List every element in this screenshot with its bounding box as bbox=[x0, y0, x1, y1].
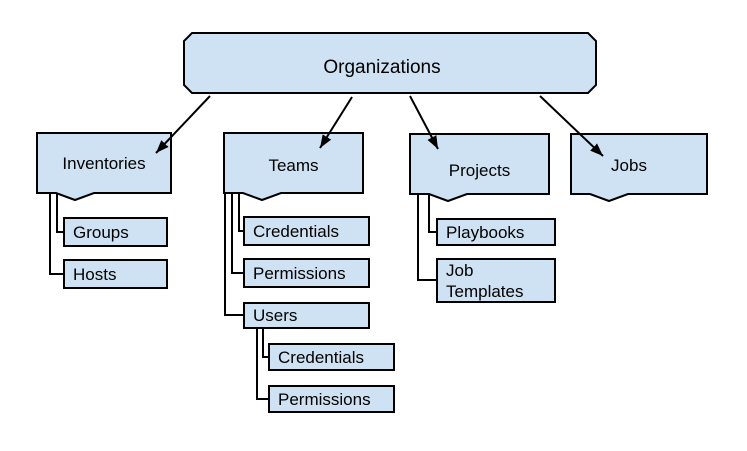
node-label-projects: Projects bbox=[448, 160, 511, 180]
node-label-groups: Groups bbox=[73, 222, 129, 242]
node-shape bbox=[223, 132, 364, 202]
node-users-permissions: Permissions bbox=[268, 385, 395, 413]
teams-shape bbox=[223, 132, 364, 202]
organizations-shape bbox=[183, 32, 597, 94]
node-jobs: Jobs bbox=[570, 133, 708, 203]
node-teams: Teams bbox=[223, 132, 364, 202]
node-label-users-permissions: Permissions bbox=[278, 389, 371, 409]
node-hosts: Hosts bbox=[63, 259, 168, 289]
node-teams-credentials: Credentials bbox=[243, 216, 370, 246]
node-shape bbox=[183, 32, 597, 94]
connector-projects-job-templates bbox=[417, 190, 438, 281]
connector-inventories-hosts bbox=[49, 190, 65, 275]
node-label-users-credentials: Credentials bbox=[278, 347, 364, 367]
node-label-organizations: Organizations bbox=[323, 56, 441, 78]
node-job-templates: Job Templates bbox=[436, 258, 556, 303]
connector-users-credentials bbox=[262, 327, 270, 358]
node-users-credentials: Credentials bbox=[268, 343, 395, 371]
connector-inventories-groups bbox=[56, 190, 65, 233]
node-inventories: Inventories bbox=[36, 132, 172, 202]
node-organizations: Organizations bbox=[183, 32, 597, 94]
node-label-playbooks: Playbooks bbox=[446, 222, 525, 242]
node-label-hosts: Hosts bbox=[73, 264, 117, 284]
node-label-job-templates: Job Templates bbox=[446, 260, 524, 301]
connector-teams-users bbox=[224, 190, 245, 316]
jobs-shape bbox=[570, 133, 708, 203]
node-groups: Groups bbox=[63, 217, 168, 247]
connector-teams-permissions bbox=[231, 190, 245, 274]
node-users: Users bbox=[243, 302, 370, 329]
node-label-teams-permissions: Permissions bbox=[253, 263, 346, 283]
connector-projects-playbooks bbox=[428, 190, 438, 233]
node-label-jobs: Jobs bbox=[611, 155, 647, 175]
connector-users-permissions bbox=[256, 327, 270, 400]
node-label-users: Users bbox=[253, 306, 298, 325]
node-projects: Projects bbox=[409, 133, 550, 203]
node-playbooks: Playbooks bbox=[436, 218, 556, 246]
node-shape bbox=[570, 133, 708, 203]
node-label-inventories: Inventories bbox=[62, 153, 146, 173]
node-label-teams-credentials: Credentials bbox=[253, 221, 339, 241]
node-teams-permissions: Permissions bbox=[243, 258, 370, 288]
node-label-teams: Teams bbox=[268, 155, 319, 175]
